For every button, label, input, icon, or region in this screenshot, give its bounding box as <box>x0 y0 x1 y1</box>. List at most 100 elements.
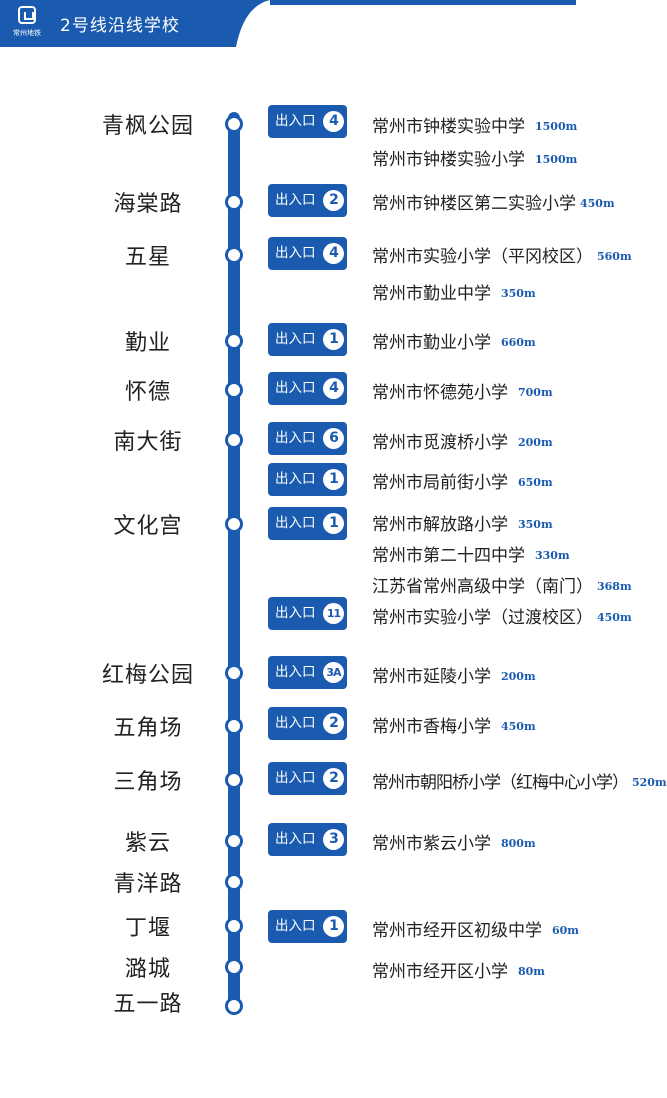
exit-label: 出入口 <box>275 605 316 621</box>
school-distance: 450m <box>501 720 536 733</box>
school-distance: 800m <box>501 837 536 850</box>
school-distance: 660m <box>501 336 536 349</box>
exit-number: 1 <box>323 916 344 937</box>
school-item: 常州市钟楼实验中学 1500m <box>372 112 577 137</box>
exit-badge: 出入口 3A <box>268 656 347 689</box>
exit-label: 出入口 <box>275 245 316 261</box>
exit-number: 11 <box>323 603 344 624</box>
exit-badge: 出入口 1 <box>268 910 347 943</box>
station-node <box>225 115 243 133</box>
school-item: 常州市勤业小学 660m <box>372 328 536 353</box>
school-distance: 368m <box>597 580 632 593</box>
school-item: 常州市实验小学（过渡校区）450m <box>372 603 632 628</box>
school-name: 常州市解放路小学 <box>372 515 508 535</box>
school-name: 常州市朝阳桥小学（红梅中心小学） <box>372 773 629 793</box>
school-distance: 450m <box>580 197 615 210</box>
school-name: 常州市局前街小学 <box>372 473 508 493</box>
header-banner: 常州地铁 2号线沿线学校 <box>0 0 270 47</box>
station-node <box>225 873 243 891</box>
school-distance: 650m <box>518 476 553 489</box>
school-distance: 520m <box>632 776 667 789</box>
exit-label: 出入口 <box>275 831 316 847</box>
school-item: 常州市局前街小学 650m <box>372 468 553 493</box>
school-distance: 1500m <box>535 120 578 133</box>
exit-number: 2 <box>323 768 344 789</box>
exit-badge: 出入口 3 <box>268 823 347 856</box>
station-node <box>225 664 243 682</box>
school-name: 常州市紫云小学 <box>372 834 491 854</box>
exit-label: 出入口 <box>275 515 316 531</box>
school-name: 常州市钟楼实验中学 <box>372 117 525 137</box>
exit-label: 出入口 <box>275 715 316 731</box>
school-distance: 80m <box>518 965 545 978</box>
school-name: 常州市钟楼实验小学 <box>372 150 525 170</box>
exit-number: 1 <box>323 513 344 534</box>
station-name: 青洋路 <box>113 872 183 897</box>
exit-badge: 出入口 2 <box>268 184 347 217</box>
metro-logo-icon <box>18 6 36 24</box>
school-name: 江苏省常州高级中学（南门） <box>372 577 593 597</box>
station-node <box>225 431 243 449</box>
exit-label: 出入口 <box>275 770 316 786</box>
exit-number: 2 <box>323 713 344 734</box>
exit-badge: 出入口 4 <box>268 237 347 270</box>
station-node <box>225 917 243 935</box>
school-distance: 1500m <box>535 153 578 166</box>
school-distance: 200m <box>501 670 536 683</box>
school-name: 常州市延陵小学 <box>372 667 491 687</box>
school-item: 常州市实验小学（平冈校区）560m <box>372 242 632 267</box>
metro-logo: 常州地铁 <box>10 6 44 42</box>
school-item: 常州市钟楼实验小学 1500m <box>372 145 577 170</box>
exit-number: 4 <box>323 111 344 132</box>
station-name: 丁堰 <box>124 916 171 941</box>
school-distance: 700m <box>518 386 553 399</box>
exit-badge: 出入口 11 <box>268 597 347 630</box>
page-title: 2号线沿线学校 <box>60 16 180 36</box>
exit-number: 4 <box>323 378 344 399</box>
station-node <box>225 832 243 850</box>
metro-logo-text: 常州地铁 <box>13 29 41 37</box>
station-name: 怀德 <box>124 380 171 405</box>
exit-badge: 出入口 2 <box>268 707 347 740</box>
exit-number: 1 <box>323 469 344 490</box>
school-item: 常州市怀德苑小学 700m <box>372 378 553 403</box>
station-name: 三角场 <box>113 770 183 795</box>
exit-number: 3 <box>323 829 344 850</box>
station-node <box>225 717 243 735</box>
school-distance: 350m <box>501 287 536 300</box>
exit-label: 出入口 <box>275 192 316 208</box>
exit-number: 3A <box>323 662 344 683</box>
station-name: 青枫公园 <box>101 114 194 139</box>
exit-label: 出入口 <box>275 430 316 446</box>
exit-label: 出入口 <box>275 331 316 347</box>
station-node <box>225 771 243 789</box>
school-name: 常州市怀德苑小学 <box>372 383 508 403</box>
exit-label: 出入口 <box>275 113 316 129</box>
station-node <box>225 381 243 399</box>
school-name: 常州市第二十四中学 <box>372 546 525 566</box>
exit-badge: 出入口 1 <box>268 463 347 496</box>
school-item: 江苏省常州高级中学（南门） 368m <box>372 572 632 597</box>
school-item: 常州市第二十四中学 330m <box>372 541 570 566</box>
school-name: 常州市钟楼区第二实验小学 <box>372 194 576 214</box>
station-name: 红梅公园 <box>101 663 194 688</box>
school-name: 常州市实验小学（平冈校区） <box>372 247 593 267</box>
school-distance: 330m <box>535 549 570 562</box>
school-name: 常州市实验小学（过渡校区） <box>372 608 593 628</box>
exit-label: 出入口 <box>275 664 316 680</box>
exit-badge: 出入口 1 <box>268 507 347 540</box>
station-name: 五角场 <box>113 716 183 741</box>
school-distance: 60m <box>552 924 579 937</box>
school-name: 常州市勤业小学 <box>372 333 491 353</box>
school-distance: 350m <box>518 518 553 531</box>
exit-badge: 出入口 6 <box>268 422 347 455</box>
station-name: 文化宫 <box>113 514 183 539</box>
school-item: 常州市钟楼区第二实验小学 450m <box>372 189 615 214</box>
station-name: 南大街 <box>113 430 183 455</box>
station-node <box>225 997 243 1015</box>
